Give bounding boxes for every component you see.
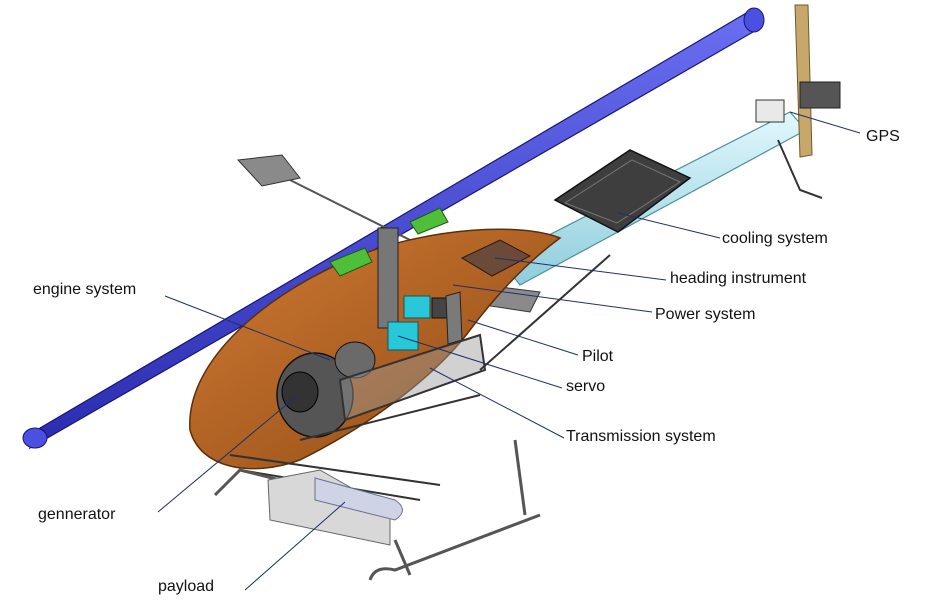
label-gennerator: gennerator [38, 506, 116, 523]
label-engine-system: engine system [33, 281, 137, 298]
leader-engine [164, 295, 331, 361]
payload-pod [267, 469, 403, 546]
leader-gps [789, 111, 861, 134]
radiator [553, 149, 692, 233]
servo-units [387, 295, 455, 351]
leader-heading [494, 257, 667, 281]
label-cooling-system: cooling system [722, 230, 828, 247]
leader-pilot [467, 319, 579, 356]
label-servo: servo [566, 378, 606, 395]
label-pilot: Pilot [582, 348, 614, 365]
tail-rotor [777, 4, 841, 199]
label-heading-instrument: heading instrument [670, 270, 807, 287]
leader-power [452, 284, 653, 313]
leader-lines [157, 111, 861, 591]
gps-unit [755, 99, 785, 123]
leader-generator [157, 394, 299, 513]
label-payload: payload [158, 578, 215, 595]
exhaust-pipe [445, 291, 463, 345]
label-power-system: Power system [655, 306, 756, 323]
engine-block [276, 341, 376, 438]
leader-transmission [429, 367, 565, 439]
label-gps: GPS [866, 128, 900, 145]
airframe-truss [229, 254, 611, 501]
leader-servo [397, 335, 563, 389]
label-transmission-system: Transmission system [566, 428, 716, 445]
leader-cooling [617, 212, 721, 239]
leader-payload [244, 501, 346, 591]
